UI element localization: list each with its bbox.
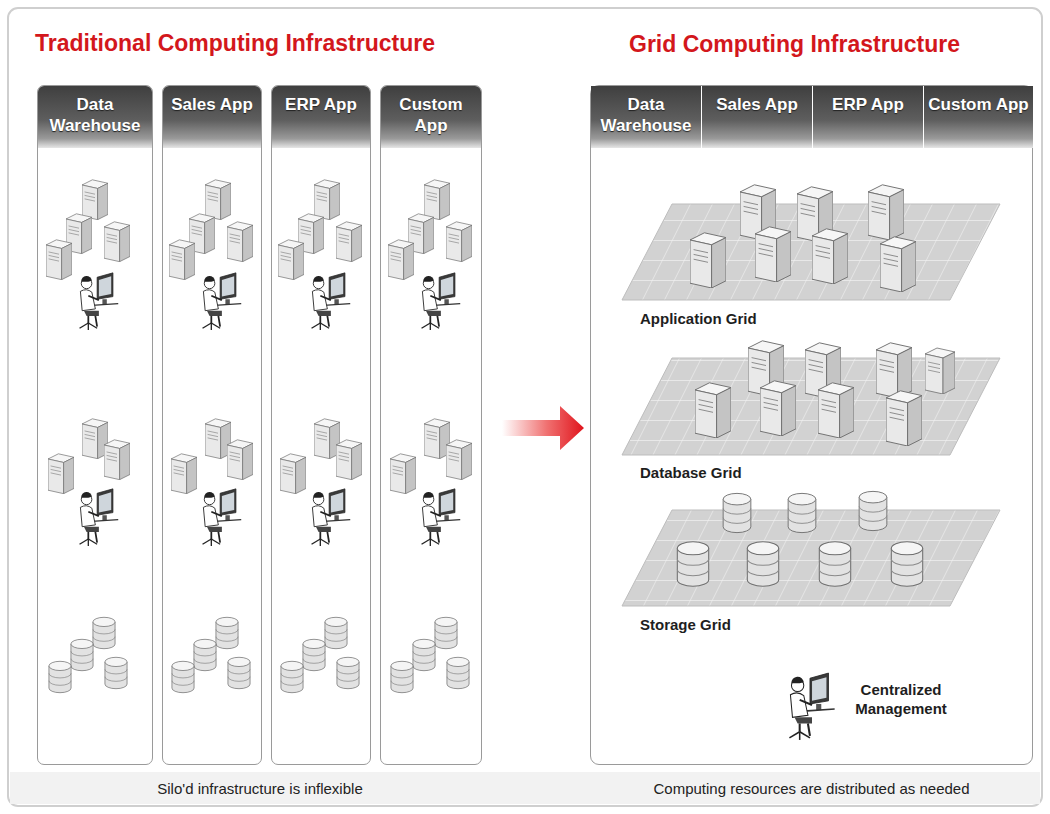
app-header-cell: Custom App (924, 86, 1033, 148)
app-header-cell: ERP App (813, 86, 923, 148)
database-servers (695, 341, 955, 446)
application-servers (690, 185, 916, 292)
header-band: Sales App (163, 86, 261, 148)
app-heading: Data Warehouse (41, 94, 149, 136)
grid-label: Application Grid (640, 310, 757, 327)
panel-title: Traditional Computing Infrastructure (35, 30, 435, 57)
app-heading: Sales App (171, 94, 253, 115)
transition-arrow (502, 406, 584, 450)
silo-column: Sales App (162, 85, 262, 765)
header-band: ERP App (813, 86, 923, 148)
app-heading: Sales App (716, 94, 798, 115)
grid-label: Database Grid (640, 464, 742, 481)
silo-equipment (278, 180, 362, 693)
outer-frame (8, 8, 1042, 806)
header-band: ERP App (272, 86, 370, 148)
app-heading: ERP App (285, 94, 357, 115)
silo-column: ERP App (271, 85, 371, 765)
app-header-cell: Sales App (702, 86, 812, 148)
silo-equipment (388, 180, 472, 693)
app-header-cell: Data Warehouse (591, 86, 701, 148)
header-band: Data Warehouse (591, 86, 701, 148)
app-heading: Custom App (384, 94, 478, 136)
silo-column: Custom App (380, 85, 482, 765)
administrator-icon (789, 673, 834, 740)
app-heading: ERP App (832, 94, 904, 115)
silo-equipment (169, 180, 253, 693)
header-band: Custom App (381, 86, 481, 148)
grid-label: Storage Grid (640, 616, 731, 633)
app-heading: Custom App (928, 94, 1028, 115)
header-band: Custom App (924, 86, 1033, 148)
management-label: Centralized Management (845, 680, 957, 718)
caption: Silo'd infrastructure is inflexible (30, 780, 490, 797)
grid-panel: Grid Computing InfrastructureData Wareho… (590, 85, 1033, 765)
panel-title: Grid Computing Infrastructure (629, 31, 960, 58)
header-band: Sales App (702, 86, 812, 148)
caption-strip (10, 772, 1040, 804)
silo-equipment (46, 180, 130, 693)
silo-column: Data Warehouse (37, 85, 153, 765)
app-heading: Data Warehouse (595, 94, 697, 136)
storage-disks (677, 491, 922, 586)
caption: Computing resources are distributed as n… (590, 780, 1033, 797)
header-band: Data Warehouse (38, 86, 152, 148)
